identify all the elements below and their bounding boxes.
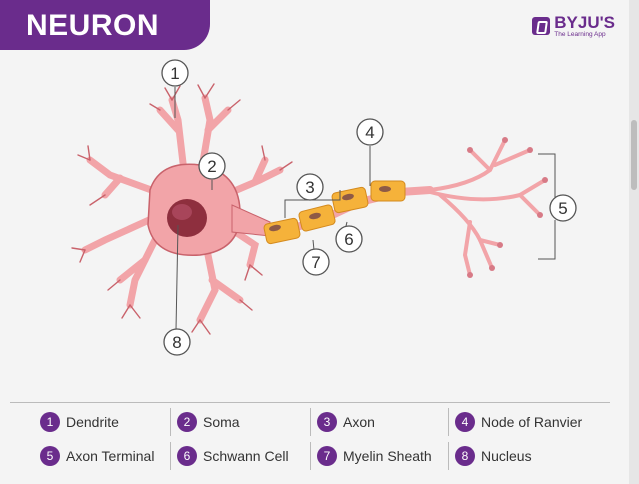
legend-number-badge: 5 <box>40 446 60 466</box>
legend-label: Schwann Cell <box>203 448 289 464</box>
callout-1 <box>161 59 189 87</box>
brand-logo: BYJU'S The Learning App <box>532 14 615 39</box>
callout-6 <box>335 225 363 253</box>
callout-markers <box>161 59 577 356</box>
callout-7-label: 7 <box>311 253 320 272</box>
brand-name: BYJU'S <box>554 13 615 32</box>
legend-item-node-of-ranvier: 4 Node of Ranvier <box>448 408 598 436</box>
callout-8 <box>163 328 191 356</box>
schwann-cell <box>263 217 301 245</box>
legend-label: Myelin Sheath <box>343 448 432 464</box>
legend-number-badge: 4 <box>455 412 475 432</box>
legend-number-badge: 7 <box>317 446 337 466</box>
callout-4 <box>356 118 384 146</box>
brand-tagline: The Learning App <box>554 31 606 38</box>
schwann-cell <box>331 186 369 214</box>
callout-2 <box>198 152 226 180</box>
legend-number-badge: 3 <box>317 412 337 432</box>
legend-label: Axon Terminal <box>66 448 155 464</box>
callout-1-label: 1 <box>170 64 179 83</box>
callout-3 <box>296 173 324 201</box>
callout-2-label: 2 <box>207 157 216 176</box>
legend-item-axon-terminal: 5 Axon Terminal <box>40 442 170 470</box>
legend-number-badge: 6 <box>177 446 197 466</box>
scrollbar[interactable] <box>629 0 639 484</box>
legend-item-schwann-cell: 6 Schwann Cell <box>170 442 310 470</box>
axon-terminal <box>428 138 547 277</box>
legend-item-myelin-sheath: 7 Myelin Sheath <box>310 442 448 470</box>
scrollbar-thumb[interactable] <box>631 120 637 190</box>
legend-item-axon: 3 Axon <box>310 408 448 436</box>
legend: 1 Dendrite 2 Soma 3 Axon 4 Node of Ranvi… <box>40 408 610 470</box>
callout-5 <box>549 194 577 222</box>
legend-item-soma: 2 Soma <box>170 408 310 436</box>
page-title: NEURON <box>0 0 210 50</box>
legend-label: Nucleus <box>481 448 532 464</box>
legend-divider <box>10 402 610 403</box>
callout-5-label: 5 <box>558 199 567 218</box>
legend-item-nucleus: 8 Nucleus <box>448 442 598 470</box>
neuron-diagram: 1 2 3 4 5 6 7 8 <box>71 59 577 356</box>
callout-3-label: 3 <box>305 178 314 197</box>
byjus-logo-icon <box>532 17 551 36</box>
terminal-buttons <box>467 137 548 278</box>
legend-label: Node of Ranvier <box>481 414 583 430</box>
legend-label: Dendrite <box>66 414 119 430</box>
legend-number-badge: 8 <box>455 446 475 466</box>
callout-7 <box>302 248 330 276</box>
callout-4-label: 4 <box>365 123 374 142</box>
legend-number-badge: 1 <box>40 412 60 432</box>
schwann-nuclei <box>269 186 391 232</box>
legend-label: Axon <box>343 414 375 430</box>
callout-8-label: 8 <box>172 333 181 352</box>
nucleus-highlight <box>172 204 192 220</box>
leader-lines <box>174 87 556 331</box>
legend-item-dendrite: 1 Dendrite <box>40 408 170 436</box>
legend-number-badge: 2 <box>177 412 197 432</box>
legend-label: Soma <box>203 414 240 430</box>
callout-6-label: 6 <box>344 230 353 249</box>
